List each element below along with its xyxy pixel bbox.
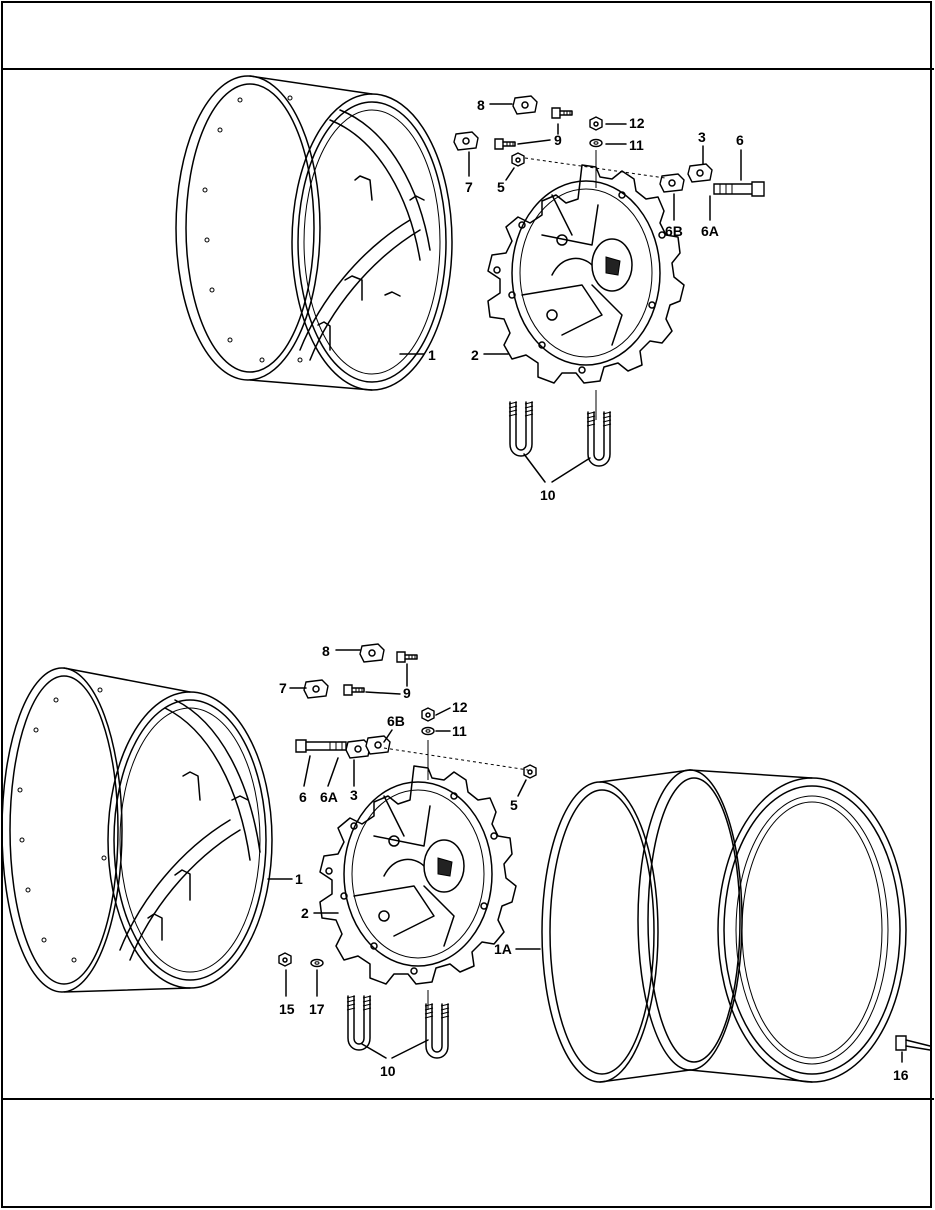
callout-top-7: 7: [465, 179, 473, 195]
part-11-bottom: [421, 726, 435, 736]
callout-top-6b: 6B: [665, 223, 683, 239]
callout-top-6: 6: [736, 132, 744, 148]
part-7-top: [453, 131, 479, 151]
part-3-top: [687, 163, 713, 183]
part-12-bottom: [421, 707, 435, 722]
top-figure: [175, 75, 765, 467]
callout-bottom-16: 16: [893, 1067, 909, 1083]
callout-bottom-7: 7: [279, 680, 287, 696]
callout-bottom-8: 8: [322, 643, 330, 659]
callout-bottom-2: 2: [301, 905, 309, 921]
footer-rule: [1, 1098, 934, 1100]
part-15: [278, 952, 292, 967]
callout-bottom-9: 9: [403, 685, 411, 701]
callout-bottom-6: 6: [299, 789, 307, 805]
callout-top-11: 11: [629, 137, 644, 153]
callout-top-6a: 6A: [701, 223, 719, 239]
part-5-top: [511, 152, 525, 167]
callout-bottom-1a: 1A: [494, 941, 512, 957]
part-9a-top: [551, 107, 573, 119]
callout-top-1: 1: [428, 347, 436, 363]
part-9b-top: [494, 138, 516, 150]
rim-top: [175, 75, 453, 391]
center-plate-top: [487, 164, 685, 384]
callout-bottom-1: 1: [295, 871, 303, 887]
part-5-bottom: [523, 764, 537, 779]
part-16: [895, 1035, 931, 1051]
part-11-top: [589, 138, 603, 148]
callout-bottom-6b: 6B: [387, 713, 405, 729]
part-12-top: [589, 116, 603, 131]
callout-bottom-17: 17: [309, 1001, 325, 1017]
bottom-figure: [1, 643, 931, 1083]
callout-bottom-5: 5: [510, 797, 518, 813]
callout-top-5: 5: [497, 179, 505, 195]
header-rule: [1, 68, 934, 70]
callout-top-8: 8: [477, 97, 485, 113]
callout-top-9: 9: [554, 132, 562, 148]
part-9b-bottom: [343, 684, 365, 696]
callout-top-10: 10: [540, 487, 556, 503]
u-bolt-left-bottom: [346, 995, 372, 1051]
callout-bottom-6a: 6A: [320, 789, 338, 805]
callout-bottom-3: 3: [350, 787, 358, 803]
u-bolt-right-bottom: [424, 1003, 450, 1059]
part-17: [310, 958, 324, 968]
callouts-top: 1 2 3 5 6 6A 6B 7 8 9 10 11 12: [399, 97, 744, 503]
callout-top-3: 3: [698, 129, 706, 145]
part-6b-top: [659, 173, 685, 193]
part-6-top: [713, 181, 765, 197]
callout-bottom-12: 12: [452, 699, 468, 715]
part-8-bottom: [359, 643, 385, 663]
rim-bottom: [1, 667, 273, 993]
callout-bottom-11: 11: [452, 723, 467, 739]
part-8-top: [512, 95, 538, 115]
callout-bottom-10: 10: [380, 1063, 396, 1079]
part-6-bottom: [295, 739, 347, 753]
callout-bottom-15: 15: [279, 1001, 295, 1017]
dual-rim-1a: [541, 769, 907, 1083]
u-bolt-left-top: [508, 401, 534, 457]
part-9a-bottom: [396, 651, 418, 663]
part-7-bottom: [303, 679, 329, 699]
callouts-bottom: 1 1A 2 3 5 6 6A 6B 7 8 9 10 11: [267, 643, 909, 1083]
callout-top-12: 12: [629, 115, 645, 131]
callout-top-2: 2: [471, 347, 479, 363]
